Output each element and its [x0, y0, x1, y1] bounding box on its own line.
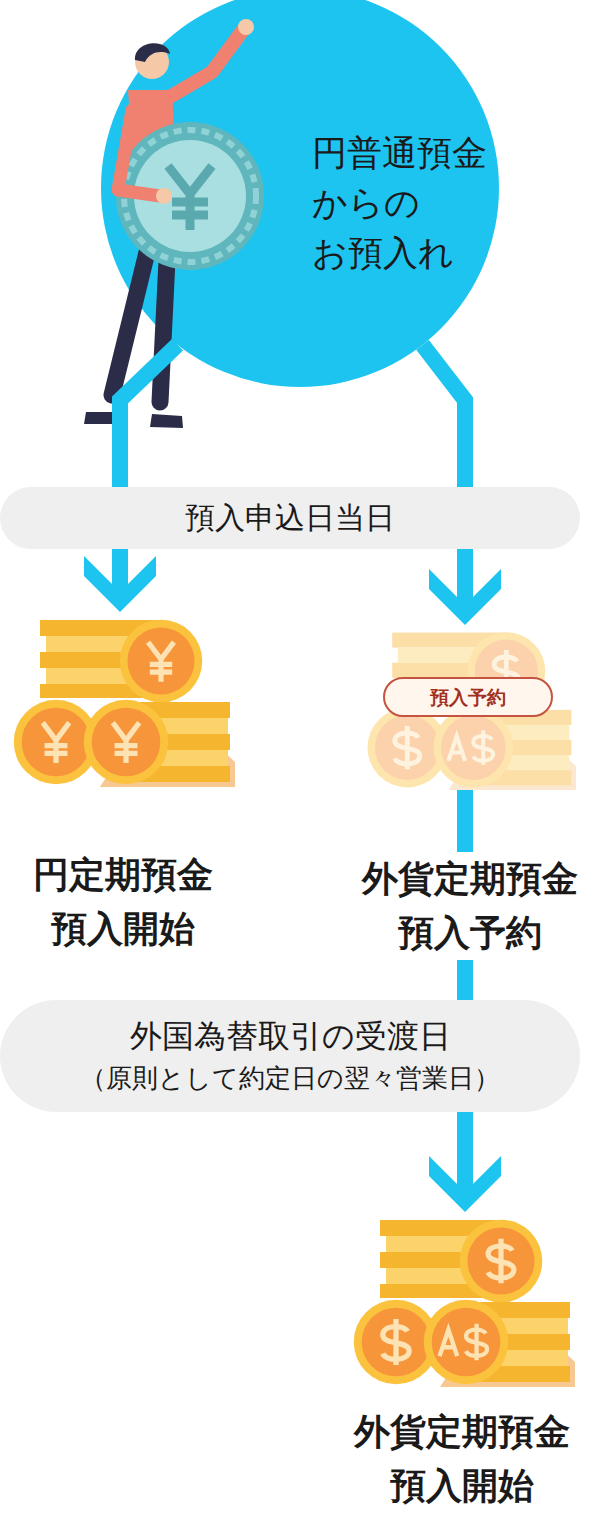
band-label: 預入申込日当日: [0, 487, 580, 549]
badge-label: 預入予約: [385, 679, 551, 715]
timeline-band: 外国為替取引の受渡日（原則として約定日の翌々営業日）: [0, 1000, 580, 1112]
arrow-shaft: [120, 345, 178, 598]
timeline-band: 預入申込日当日: [0, 487, 580, 549]
arrow-shaft: [423, 345, 466, 611]
yen-coin-stack: [14, 620, 235, 787]
band-note: （原則として約定日の翌々営業日）: [0, 1058, 580, 1098]
circle-shape: [101, 0, 499, 387]
circle-label: 円普通預金 からの お預入れ: [312, 128, 502, 278]
deposit-label: 外貨定期預金 預入予約: [335, 852, 599, 960]
flow-arrow: [423, 345, 502, 625]
deposit-node: 外貨定期預金 預入予約預入予約: [355, 625, 585, 790]
arrow-head: [429, 569, 501, 625]
status-badge: 預入予約: [383, 677, 553, 717]
deposit-label: 円定期預金 預入開始: [0, 848, 250, 956]
arrow-head: [84, 556, 156, 612]
arrow-head: [429, 1156, 501, 1212]
flow-arrow: [84, 345, 178, 612]
foreign-coin-stack: [354, 1220, 575, 1387]
deposit-node: 外貨定期預金 預入開始: [345, 1212, 580, 1387]
deposit-label: 外貨定期預金 預入開始: [327, 1405, 597, 1513]
deposit-node: 円定期預金 預入開始: [10, 612, 235, 787]
foreign-coin-stack-faded: [367, 632, 576, 790]
band-label: 外国為替取引の受渡日: [0, 1014, 580, 1058]
